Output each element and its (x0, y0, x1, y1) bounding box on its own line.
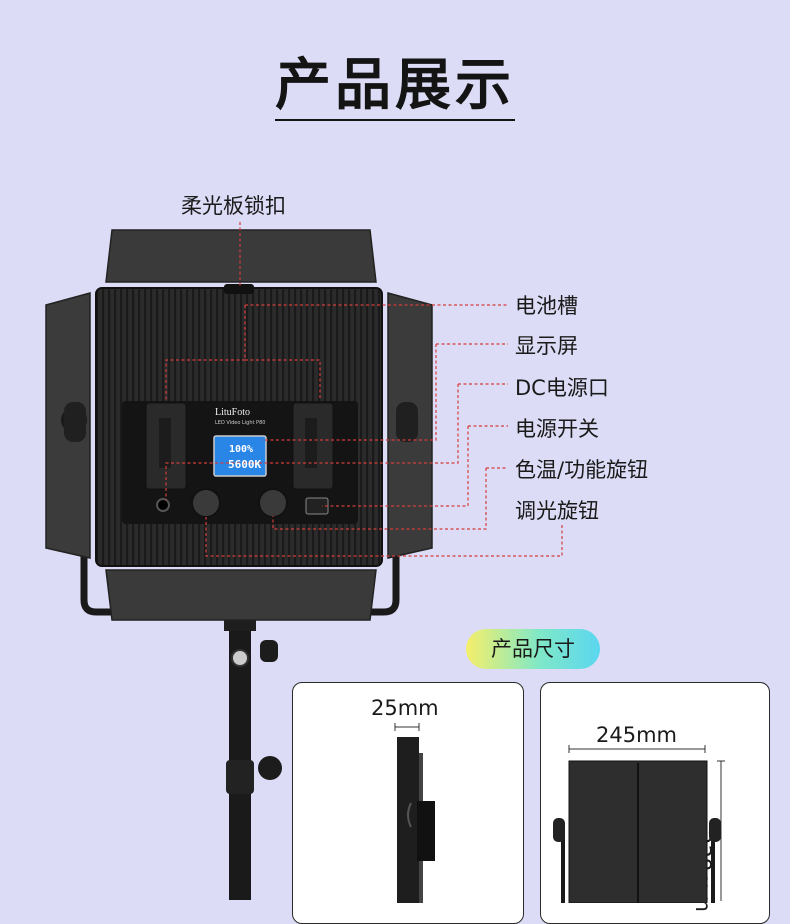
page-title: 产品展示 (275, 53, 515, 118)
color-temp-knob (258, 488, 288, 518)
lcd-temp-readout: 5600K (228, 458, 262, 471)
label-dc-port: DC电源口 (515, 376, 609, 400)
side-view-illustration (394, 723, 435, 903)
product-illustration (45, 222, 563, 900)
power-switch (305, 497, 329, 515)
label-display: 显示屏 (515, 334, 578, 358)
width-label: 245mm (596, 723, 677, 747)
top-barndoor (105, 229, 377, 283)
title-underline (275, 119, 515, 121)
stand-knob (258, 756, 282, 780)
thickness-label: 25mm (371, 696, 439, 720)
product-size-badge: 产品尺寸 (466, 629, 600, 669)
right-yoke-knob (396, 402, 418, 442)
front-view-illustration (553, 745, 725, 903)
thickness-card: 25mm (292, 682, 524, 924)
left-yoke-knob (64, 402, 86, 442)
device-brand: LituFoto (215, 407, 251, 418)
label-color-temp-knob: 色温/功能旋钮 (515, 458, 649, 482)
label-barndoor-lock: 柔光板锁扣 (181, 194, 286, 218)
lcd-power-readout: 100% (229, 444, 254, 455)
bottom-barndoor (105, 569, 377, 621)
lcd-display (213, 435, 267, 477)
device-model: LED Video Light P80 (215, 420, 266, 426)
label-power-switch: 电源开关 (515, 417, 599, 441)
label-battery-slot: 电池槽 (515, 294, 578, 318)
dimmer-knob (191, 488, 221, 518)
front-size-card: 245mm 238mm (540, 682, 770, 924)
mount-knob (260, 640, 278, 662)
label-dimmer-knob: 调光旋钮 (515, 499, 599, 523)
barndoor-lock (224, 284, 254, 294)
dc-port (156, 498, 170, 512)
stand-clamp (226, 760, 254, 794)
